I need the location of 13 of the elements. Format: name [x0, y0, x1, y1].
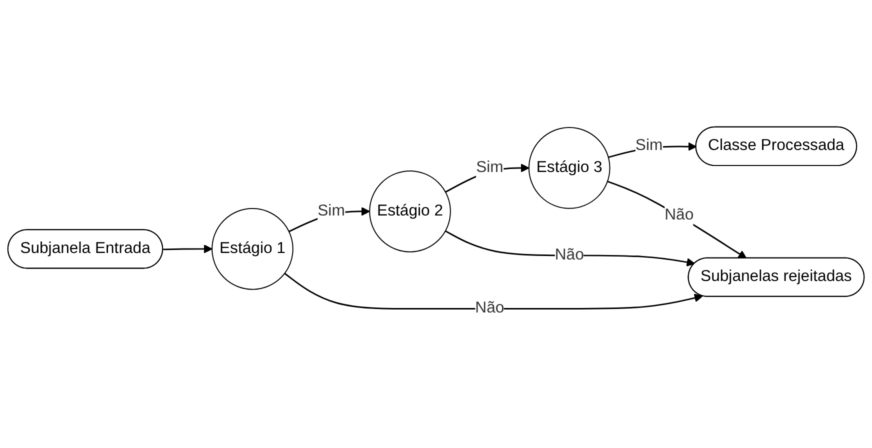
node-circle: Estágio 2: [369, 170, 451, 253]
arrow: [284, 273, 703, 310]
edge-label: Não: [554, 246, 584, 264]
node-circle: Estágio 3: [528, 127, 610, 210]
arrow: [445, 230, 696, 267]
edge-label: Sim: [476, 159, 504, 176]
arrow: [607, 180, 747, 259]
node-circle: Estágio 1: [212, 208, 294, 290]
edge-label: Sim: [635, 138, 663, 154]
edge-label: Não: [475, 300, 504, 317]
edge-label: Não: [664, 206, 694, 224]
arrow: [163, 244, 212, 254]
edge-label: Sim: [318, 202, 345, 220]
